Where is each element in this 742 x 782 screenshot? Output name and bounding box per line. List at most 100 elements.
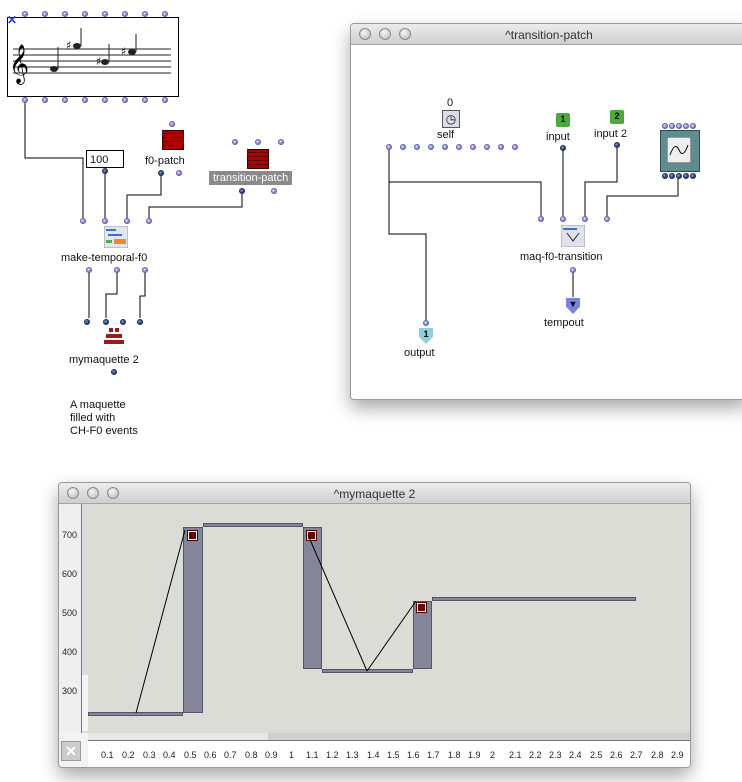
score-outlet[interactable] xyxy=(102,97,108,103)
score-inlet[interactable] xyxy=(102,11,108,17)
self-outlet[interactable] xyxy=(470,144,476,150)
f0-patch-outlet[interactable] xyxy=(158,170,164,176)
score-inlet[interactable] xyxy=(62,11,68,17)
number-box[interactable]: 100 xyxy=(86,150,124,168)
transition-patch-icon[interactable] xyxy=(247,149,269,169)
self-outlet[interactable] xyxy=(498,144,504,150)
bpf-inlet[interactable] xyxy=(662,123,668,129)
make-temporal-icon[interactable] xyxy=(104,226,128,248)
transition-patch-window[interactable]: ^transition-patch 0 ◷ self 1 input 2 inp… xyxy=(350,23,742,400)
tempout-arrow-icon[interactable]: ▼ xyxy=(566,298,580,314)
maq-f0-transition-inlet[interactable] xyxy=(538,216,544,222)
temporal-box[interactable] xyxy=(203,523,303,527)
temporal-box[interactable] xyxy=(432,597,636,601)
self-outlet[interactable] xyxy=(386,144,392,150)
make-temporal-inlet[interactable] xyxy=(102,218,108,224)
make-temporal-outlet[interactable] xyxy=(142,267,148,273)
clock-icon[interactable]: ◷ xyxy=(442,110,460,128)
self-outlet[interactable] xyxy=(428,144,434,150)
horizontal-scroll-strip[interactable] xyxy=(88,733,690,740)
maq-f0-transition-outlet[interactable] xyxy=(570,267,576,273)
horizontal-scroll-thumb[interactable] xyxy=(88,733,268,740)
bpf-outlet[interactable] xyxy=(662,173,668,179)
zoom-button[interactable] xyxy=(399,28,411,40)
input-arrow-icon[interactable]: 1 xyxy=(556,113,570,127)
score-inlet[interactable] xyxy=(162,11,168,17)
score-inlet[interactable] xyxy=(22,11,28,17)
maquette-window[interactable]: ^mymaquette 2 700 600 500 400 300 ✕ 0.1 … xyxy=(58,482,691,768)
maquette-inlet[interactable] xyxy=(120,319,126,325)
score-outlet[interactable] xyxy=(162,97,168,103)
output-arrow-icon[interactable]: 1 xyxy=(419,328,433,344)
temporal-box[interactable] xyxy=(413,601,432,669)
maquette-outlet[interactable] xyxy=(111,369,117,375)
zoom-button[interactable] xyxy=(107,487,119,499)
minimize-button[interactable] xyxy=(87,487,99,499)
input-2-outlet[interactable] xyxy=(614,142,620,148)
maquette-inlet[interactable] xyxy=(137,319,143,325)
make-temporal-inlet[interactable] xyxy=(80,218,86,224)
f0-patch-outlet[interactable] xyxy=(176,170,182,176)
close-button[interactable] xyxy=(359,28,371,40)
self-outlet[interactable] xyxy=(414,144,420,150)
x-ruler[interactable]: 0.1 0.2 0.3 0.4 0.5 0.6 0.7 0.8 0.9 1 1.… xyxy=(88,740,690,767)
make-temporal-inlet[interactable] xyxy=(124,218,130,224)
bpf-inlet[interactable] xyxy=(669,123,675,129)
score-inlet[interactable] xyxy=(42,11,48,17)
output-inlet[interactable] xyxy=(423,320,429,326)
self-outlet[interactable] xyxy=(456,144,462,150)
close-view-icon[interactable]: ✕ xyxy=(61,741,81,761)
score-editor-box[interactable] xyxy=(7,17,179,97)
score-inlet[interactable] xyxy=(122,11,128,17)
maq-f0-transition-inlet[interactable] xyxy=(604,216,610,222)
maq-f0-transition-icon[interactable] xyxy=(561,225,585,247)
make-temporal-inlet[interactable] xyxy=(146,218,152,224)
score-outlet[interactable] xyxy=(142,97,148,103)
f0-patch-inlet[interactable] xyxy=(169,121,175,127)
close-box-icon[interactable]: ✕ xyxy=(7,13,18,27)
vertical-scroll-thumb[interactable] xyxy=(82,675,88,731)
self-outlet[interactable] xyxy=(512,144,518,150)
bpf-outlet[interactable] xyxy=(683,173,689,179)
score-inlet[interactable] xyxy=(142,11,148,17)
maq-f0-transition-inlet[interactable] xyxy=(582,216,588,222)
maquette-icon[interactable] xyxy=(104,328,126,346)
bpf-outlet[interactable] xyxy=(669,173,675,179)
maq-f0-transition-inlet[interactable] xyxy=(560,216,566,222)
window-titlebar[interactable]: ^transition-patch xyxy=(351,24,742,45)
bpf-inlet[interactable] xyxy=(690,123,696,129)
score-outlet[interactable] xyxy=(22,97,28,103)
self-outlet[interactable] xyxy=(400,144,406,150)
temporal-box[interactable] xyxy=(183,527,203,713)
bpf-inlet[interactable] xyxy=(676,123,682,129)
temporal-box[interactable] xyxy=(88,712,183,716)
input-2-arrow-icon[interactable]: 2 xyxy=(610,110,624,124)
self-outlet[interactable] xyxy=(442,144,448,150)
maquette-inlet[interactable] xyxy=(84,319,90,325)
score-outlet[interactable] xyxy=(42,97,48,103)
transition-patch-inlet[interactable] xyxy=(232,139,238,145)
score-outlet[interactable] xyxy=(122,97,128,103)
input-outlet[interactable] xyxy=(560,145,566,151)
vertical-scroll-strip[interactable] xyxy=(82,504,88,733)
bpf-inlet[interactable] xyxy=(683,123,689,129)
temporal-box[interactable] xyxy=(303,527,322,669)
make-temporal-outlet[interactable] xyxy=(114,267,120,273)
f0-patch-icon[interactable] xyxy=(162,130,184,150)
bpf-outlet[interactable] xyxy=(676,173,682,179)
self-outlet[interactable] xyxy=(484,144,490,150)
close-button[interactable] xyxy=(67,487,79,499)
minimize-button[interactable] xyxy=(379,28,391,40)
window-titlebar[interactable]: ^mymaquette 2 xyxy=(59,483,690,504)
y-ruler[interactable]: 700 600 500 400 300 xyxy=(59,504,82,733)
transition-patch-outlet[interactable] xyxy=(271,188,277,194)
maquette-inlet[interactable] xyxy=(103,319,109,325)
make-temporal-outlet[interactable] xyxy=(86,267,92,273)
bpf-outlet[interactable] xyxy=(690,173,696,179)
score-outlet[interactable] xyxy=(62,97,68,103)
transition-patch-inlet[interactable] xyxy=(255,139,261,145)
number-box-outlet[interactable] xyxy=(102,168,108,174)
score-inlet[interactable] xyxy=(82,11,88,17)
transition-patch-inlet[interactable] xyxy=(278,139,284,145)
score-outlet[interactable] xyxy=(82,97,88,103)
